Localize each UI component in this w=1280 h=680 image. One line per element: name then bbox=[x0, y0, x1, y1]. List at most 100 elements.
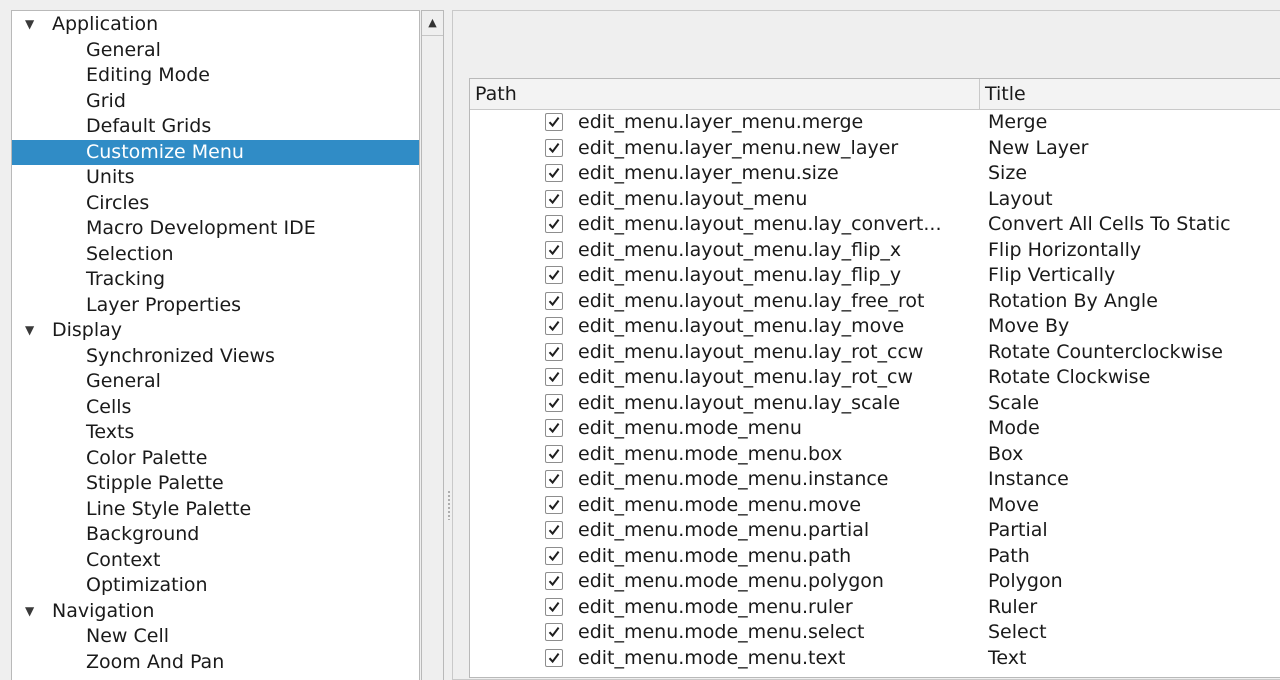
tree-scrollbar[interactable]: ▲ bbox=[421, 10, 444, 680]
row-checkbox[interactable] bbox=[545, 648, 563, 667]
row-checkbox[interactable] bbox=[545, 138, 563, 157]
tree-item[interactable]: Color Palette bbox=[12, 446, 419, 472]
row-checkbox[interactable] bbox=[545, 572, 563, 590]
row-checkbox[interactable] bbox=[545, 342, 563, 361]
tree-item-label: New Cell bbox=[86, 625, 169, 647]
tree-item[interactable]: Selection bbox=[12, 242, 419, 268]
row-checkbox[interactable] bbox=[545, 266, 563, 284]
tree-item[interactable]: Macro Development IDE bbox=[12, 216, 419, 242]
tree-item[interactable]: Synchronized Views bbox=[12, 344, 419, 370]
tree-item[interactable]: Line Style Palette bbox=[12, 497, 419, 523]
checkmark-icon bbox=[548, 627, 560, 638]
row-checkbox[interactable] bbox=[545, 189, 563, 208]
cell-title: Move By bbox=[988, 315, 1070, 337]
splitter-handle[interactable] bbox=[447, 490, 451, 520]
scroll-up-arrow-icon[interactable]: ▲ bbox=[422, 11, 443, 36]
tree-item[interactable]: Texts bbox=[12, 420, 419, 446]
tree-item-label: Zoom And Pan bbox=[86, 650, 225, 673]
tree-item[interactable]: Optimization bbox=[12, 573, 419, 599]
table-row[interactable]: edit_menu.layout_menu.lay_convert...Conv… bbox=[470, 212, 1280, 238]
tree-item-label: Context bbox=[86, 548, 161, 571]
tree-group[interactable]: ▼ Application bbox=[12, 12, 419, 38]
tree-item[interactable]: Stipple Palette bbox=[12, 471, 419, 497]
tree-item[interactable]: Grid bbox=[12, 89, 419, 115]
tree-item[interactable]: Background bbox=[12, 522, 419, 548]
cell-path: edit_menu.mode_menu.instance bbox=[578, 468, 889, 490]
cell-path: edit_menu.layer_menu.new_layer bbox=[578, 136, 899, 159]
cell-path: edit_menu.layer_menu.merge bbox=[578, 111, 864, 133]
tree-item[interactable]: New Cell bbox=[12, 624, 419, 650]
cell-path: edit_menu.layout_menu bbox=[578, 187, 808, 210]
tree-item[interactable]: Context bbox=[12, 548, 419, 574]
row-checkbox[interactable] bbox=[545, 546, 563, 565]
tree-item[interactable]: General bbox=[12, 38, 419, 64]
column-header-path[interactable]: Path bbox=[470, 79, 980, 109]
tree-item[interactable]: Tracking bbox=[12, 267, 419, 293]
cell-title: Instance bbox=[988, 468, 1069, 490]
row-checkbox[interactable] bbox=[545, 164, 563, 182]
row-checkbox[interactable] bbox=[545, 495, 563, 514]
table-row[interactable]: edit_menu.mode_menu.instance Instance bbox=[470, 467, 1280, 493]
tree-item[interactable]: Editing Mode bbox=[12, 63, 419, 89]
row-checkbox[interactable] bbox=[545, 368, 563, 386]
tree-item[interactable]: Units bbox=[12, 165, 419, 191]
row-checkbox[interactable] bbox=[545, 317, 563, 335]
row-checkbox[interactable] bbox=[545, 597, 563, 616]
cell-path: edit_menu.mode_menu.box bbox=[578, 442, 843, 465]
row-checkbox[interactable] bbox=[545, 393, 563, 412]
tree-item[interactable]: Default Grids bbox=[12, 114, 419, 140]
expand-arrow-icon[interactable]: ▼ bbox=[25, 603, 35, 618]
row-checkbox[interactable] bbox=[545, 215, 563, 233]
column-header-title[interactable]: Title bbox=[985, 83, 1026, 105]
tree-item-label: Synchronized Views bbox=[86, 344, 275, 367]
row-checkbox[interactable] bbox=[545, 623, 563, 641]
row-checkbox[interactable] bbox=[545, 113, 563, 131]
row-checkbox[interactable] bbox=[545, 419, 563, 437]
checkmark-icon bbox=[548, 601, 560, 612]
tree-item[interactable]: Circles bbox=[12, 191, 419, 217]
row-checkbox[interactable] bbox=[545, 240, 563, 259]
cell-title: Text bbox=[988, 646, 1027, 669]
tree-item[interactable]: Zoom And Pan bbox=[12, 650, 419, 676]
row-checkbox[interactable] bbox=[545, 470, 563, 488]
cell-title: Polygon bbox=[988, 570, 1063, 592]
cell-title: Rotate Clockwise bbox=[988, 366, 1151, 388]
row-checkbox[interactable] bbox=[545, 444, 563, 463]
expand-arrow-icon[interactable]: ▼ bbox=[25, 17, 35, 31]
checkmark-icon bbox=[548, 372, 560, 383]
tree-item[interactable]: Cells bbox=[12, 395, 419, 421]
tree-group[interactable]: ▼Display bbox=[12, 318, 419, 344]
tree-group-label: Application bbox=[52, 13, 159, 35]
tree-item[interactable]: Layer Properties bbox=[12, 293, 419, 319]
tree-group[interactable]: ▼Navigation bbox=[12, 599, 419, 625]
tree-item[interactable]: Customize Menu bbox=[12, 139, 419, 165]
tree-item[interactable]: General bbox=[12, 369, 419, 395]
row-checkbox[interactable] bbox=[545, 291, 563, 310]
row-checkbox[interactable] bbox=[545, 521, 563, 539]
expand-arrow-icon[interactable]: ▼ bbox=[25, 323, 35, 337]
cell-title: Path bbox=[988, 544, 1030, 567]
cell-path: edit_menu.mode_menu.partial bbox=[578, 519, 870, 541]
